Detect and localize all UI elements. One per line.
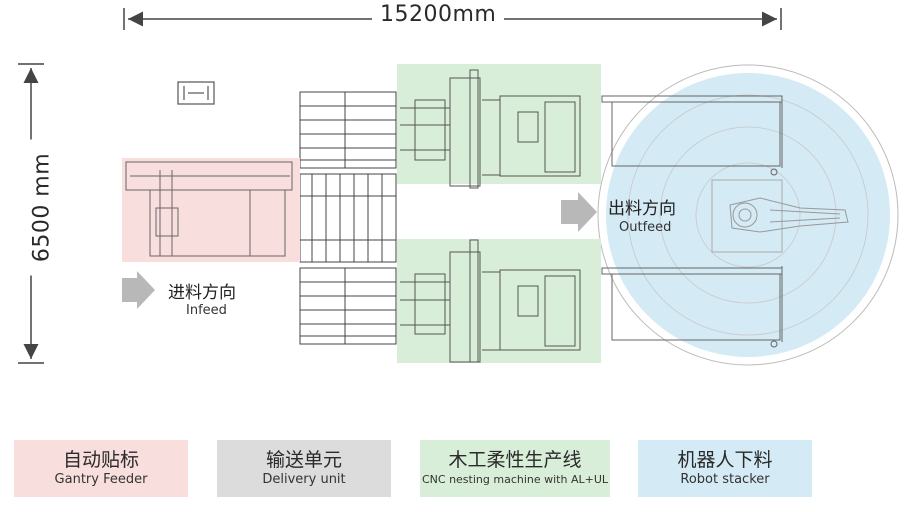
outfeed-label-en: Outfeed — [619, 220, 672, 235]
robot-stacker-zone — [597, 64, 899, 366]
legend-cnc-nesting: 木工柔性生产线 CNC nesting machine with AL+UL — [420, 440, 610, 497]
legend-label-en: Gantry Feeder — [54, 472, 148, 487]
legend-robot-stacker: 机器人下料 Robot stacker — [638, 440, 812, 497]
width-dimension-label: 15200mm — [372, 2, 505, 27]
legend-label-cn: 自动贴标 — [62, 449, 139, 471]
outfeed-arrow-icon — [561, 192, 597, 232]
legend-gantry-feeder: 自动贴标 Gantry Feeder — [14, 440, 188, 497]
delivery-unit-racks — [299, 91, 397, 345]
legend-label-cn: 输送单元 — [265, 449, 342, 471]
outfeed-conveyors — [601, 95, 783, 348]
gantry-feeder-zone — [122, 81, 300, 262]
infeed-arrow-icon — [122, 271, 155, 309]
gantry-device-icon — [177, 81, 215, 105]
cnc-nesting-zones — [397, 64, 601, 363]
legend-label-en: Delivery unit — [262, 472, 346, 487]
legend-label-cn: 木工柔性生产线 — [448, 449, 582, 471]
legend-label-cn: 机器人下料 — [677, 449, 773, 471]
outfeed-label-cn: 出料方向 — [608, 199, 676, 219]
legend-label-en: CNC nesting machine with AL+UL — [421, 473, 609, 486]
height-dimension-label: 6500 mm — [29, 139, 55, 276]
legend-delivery-unit: 输送单元 Delivery unit — [217, 440, 391, 497]
legend-label-en: Robot stacker — [680, 472, 770, 487]
infeed-label-en: Infeed — [186, 303, 227, 318]
infeed-label-cn: 进料方向 — [168, 283, 236, 303]
